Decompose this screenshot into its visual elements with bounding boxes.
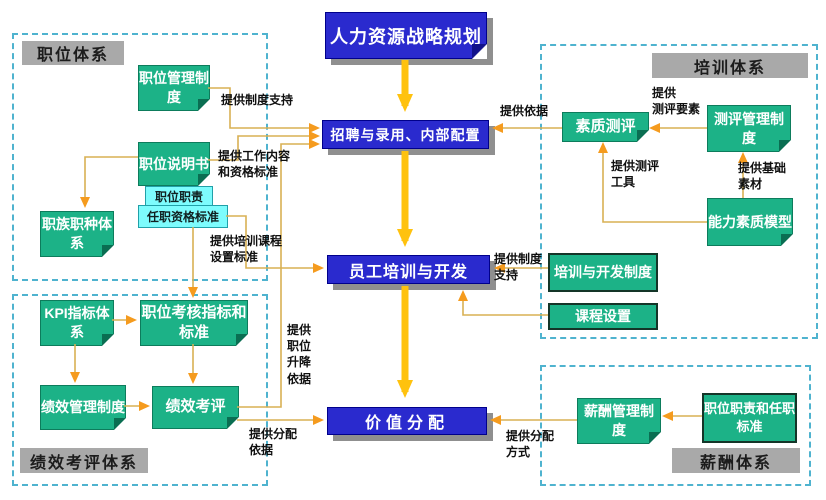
node-training-policy: 培训与开发制度 bbox=[548, 253, 658, 292]
edge-label-policy-support2: 提供制度 支持 bbox=[494, 252, 543, 283]
section-label-position: 职位体系 bbox=[22, 41, 124, 65]
fold-corner bbox=[114, 418, 126, 430]
node-value-distribution-label: 价值分配 bbox=[364, 415, 449, 432]
fold-corner bbox=[236, 334, 248, 346]
node-curriculum: 课程设置 bbox=[548, 303, 658, 330]
node-perf-mgmt-label: 绩效管理制度 bbox=[41, 399, 125, 416]
edge-label-basic-material: 提供基础 素材 bbox=[738, 161, 787, 192]
node-hr-strategy-label: 人力资源战略规划 bbox=[330, 26, 482, 47]
node-comp-mgmt-label: 薪酬管理制度 bbox=[584, 403, 654, 438]
node-kpi-label: KPI指标体系 bbox=[44, 305, 110, 340]
node-appraisal-std-label: 职位考核指标和标准 bbox=[141, 303, 247, 341]
section-label-compensation: 薪酬体系 bbox=[672, 448, 800, 473]
section-training-system bbox=[540, 44, 818, 339]
node-duty-standard: 职位职责和任职标准 bbox=[702, 393, 797, 443]
node-appraisal-std: 职位考核指标和标准 bbox=[140, 300, 248, 346]
node-duty-standard-label: 职位职责和任职标准 bbox=[704, 401, 796, 434]
node-comp-mgmt: 薪酬管理制度 bbox=[577, 398, 661, 444]
node-quality-assessment: 素质测评 bbox=[562, 112, 649, 142]
node-value-distribution: 价值分配 bbox=[327, 407, 487, 435]
node-recruitment: 招聘与录用、内部配置 bbox=[322, 120, 489, 149]
node-assessment-mgmt-label: 测评管理制度 bbox=[714, 110, 784, 146]
node-competency-model: 能力素质模型 bbox=[707, 198, 793, 246]
fold-corner bbox=[198, 174, 210, 186]
node-job-family: 职族职种体系 bbox=[40, 211, 114, 257]
edge-label-work-content: 提供工作内容 和资格标准 bbox=[218, 149, 291, 180]
node-assessment-mgmt: 测评管理制度 bbox=[707, 105, 791, 152]
node-perf-appraisal-label: 绩效考评 bbox=[165, 398, 226, 416]
node-job-description-label: 职位说明书 bbox=[139, 155, 209, 172]
fold-corner bbox=[198, 99, 210, 111]
edge-label-assessment-elements: 提供 测评要素 bbox=[652, 86, 701, 117]
edge-curriculum-to-training-dev bbox=[458, 290, 548, 316]
node-perf-mgmt: 绩效管理制度 bbox=[40, 385, 126, 430]
node-job-duties: 职位职责 bbox=[145, 186, 213, 206]
node-training-policy-label: 培训与开发制度 bbox=[554, 264, 652, 281]
node-kpi: KPI指标体系 bbox=[40, 300, 114, 346]
node-job-family-label: 职族职种体系 bbox=[42, 216, 112, 251]
edge-label-assessment-tools: 提供测评 工具 bbox=[611, 159, 660, 190]
edge-label-distribution-basis: 提供分配 依据 bbox=[249, 427, 298, 458]
fold-corner bbox=[102, 334, 114, 346]
fold-corner bbox=[649, 432, 661, 444]
section-compensation-system bbox=[540, 365, 811, 486]
node-recruitment-label: 招聘与录用、内部配置 bbox=[330, 126, 481, 143]
node-job-description: 职位说明书 bbox=[138, 142, 210, 186]
section-label-performance: 绩效考评体系 bbox=[20, 448, 148, 473]
node-quality-assessment-label: 素质测评 bbox=[575, 117, 636, 135]
fold-corner bbox=[227, 417, 239, 429]
node-qualification-std-label: 任职资格标准 bbox=[146, 210, 219, 224]
fold-corner bbox=[779, 140, 791, 152]
edge-label-basis: 提供依据 bbox=[500, 104, 549, 118]
node-perf-appraisal: 绩效考评 bbox=[152, 386, 239, 429]
node-curriculum-label: 课程设置 bbox=[575, 308, 631, 325]
fold-corner bbox=[102, 245, 114, 257]
fold-corner bbox=[472, 44, 487, 59]
edge-label-policy-support: 提供制度支持 bbox=[221, 93, 294, 107]
node-training-dev: 员工培训与开发 bbox=[327, 255, 490, 284]
node-position-mgmt-label: 职位管理制度 bbox=[139, 70, 209, 105]
edge-label-promotion-basis: 提供 职位 升降 依据 bbox=[287, 323, 312, 386]
fold-corner bbox=[637, 130, 649, 142]
node-competency-model-label: 能力素质模型 bbox=[708, 213, 792, 230]
fold-corner bbox=[781, 234, 793, 246]
section-label-training: 培训体系 bbox=[652, 53, 808, 78]
node-qualification-std: 任职资格标准 bbox=[138, 205, 228, 228]
edge-label-distribution-method: 提供分配 方式 bbox=[506, 429, 555, 460]
node-job-duties-label: 职位职责 bbox=[154, 189, 203, 204]
node-position-mgmt: 职位管理制度 bbox=[138, 65, 210, 111]
node-hr-strategy: 人力资源战略规划 bbox=[325, 12, 487, 59]
node-training-dev-label: 员工培训与开发 bbox=[348, 263, 468, 281]
edge-label-training-course: 提供培训课程 设置标准 bbox=[210, 234, 283, 265]
